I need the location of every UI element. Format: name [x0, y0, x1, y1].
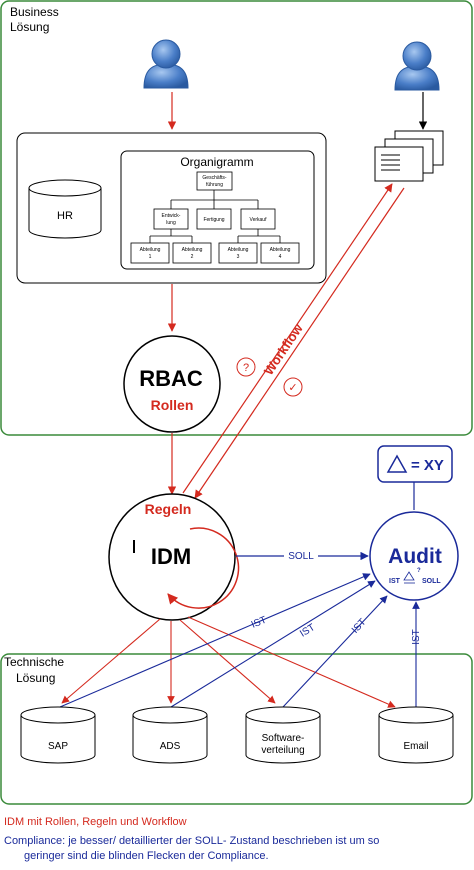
workflow-documents-icon: [374, 130, 444, 182]
svg-text:Entwick-: Entwick-: [162, 213, 181, 219]
rbac-title: RBAC: [139, 366, 203, 391]
workflow-label: Workflow: [261, 320, 307, 377]
svg-text:1: 1: [149, 254, 152, 260]
idm-to-software-arrow: [179, 619, 276, 704]
svg-text:= XY: = XY: [411, 457, 444, 474]
svg-text:lung: lung: [166, 220, 176, 226]
org-node-verkauf: Verkauf: [240, 208, 276, 230]
hr-label: HR: [57, 210, 73, 222]
svg-text:Email: Email: [403, 741, 428, 752]
idm-to-sap-arrow: [61, 618, 161, 704]
svg-text:Abteilung: Abteilung: [140, 247, 161, 253]
softwareverteilung-database: Software- verteilung: [245, 706, 321, 764]
workflow-check-icon: ✓: [283, 377, 303, 397]
ist-label-sap: IST: [250, 615, 269, 631]
svg-text:SAP: SAP: [48, 741, 68, 752]
svg-text:Abteilung: Abteilung: [228, 247, 249, 253]
email-database: Email: [378, 706, 454, 764]
workflow-arrow-up: [182, 183, 393, 494]
ads-database: ADS: [132, 706, 208, 764]
business-zone-label-2: Lösung: [10, 20, 49, 34]
caption-red: IDM mit Rollen, Regeln und Workflow: [4, 816, 187, 828]
audit-soll: SOLL: [422, 578, 441, 585]
technical-zone: [0, 653, 473, 805]
audit-node: Audit IST ? SOLL: [369, 511, 459, 601]
svg-text:Abteilung: Abteilung: [270, 247, 291, 253]
ist-label-email: IST: [411, 629, 422, 645]
rbac-subtitle: Rollen: [151, 397, 194, 413]
technical-zone-label: Technische: [4, 655, 64, 669]
svg-text:verteilung: verteilung: [261, 745, 304, 756]
workflow-user-icon: [394, 41, 440, 91]
rbac-node: RBAC Rollen: [123, 335, 221, 433]
workflow-arrow-down: [194, 187, 405, 499]
svg-text:?: ?: [417, 568, 421, 574]
sap-database: SAP: [20, 706, 96, 764]
org-node-abteilung-2: Abteilung 2: [172, 242, 212, 264]
svg-text:führung: führung: [206, 182, 223, 188]
business-zone: [0, 0, 473, 436]
svg-text:Software-: Software-: [262, 733, 305, 744]
audit-ist: IST: [389, 578, 401, 585]
org-node-abteilung-3: Abteilung 3: [218, 242, 258, 264]
svg-text:3: 3: [237, 254, 240, 260]
svg-text:Geschäfts-: Geschäfts-: [202, 175, 227, 181]
idm-title: IDM: [151, 544, 191, 569]
idm-rules-label: Regeln: [145, 501, 192, 517]
hr-database: HR: [28, 179, 102, 239]
idm-to-email-arrow: [187, 616, 396, 708]
svg-text:Verkauf: Verkauf: [250, 217, 268, 223]
svg-text:2: 2: [191, 254, 194, 260]
org-node-root: Geschäfts- führung: [196, 171, 233, 191]
sap-to-audit-ist-arrow: [59, 573, 371, 708]
caption-blue: Compliance: je besser/ detaillierter der…: [4, 834, 470, 864]
svg-text:ADS: ADS: [160, 741, 181, 752]
technical-zone-label-2: Lösung: [16, 671, 55, 685]
ist-label-ads: IST: [298, 622, 317, 640]
svg-text:✓: ✓: [288, 381, 297, 394]
software-to-audit-ist-arrow: [282, 595, 388, 708]
org-node-entwicklung: Entwick- lung: [153, 208, 189, 230]
idm-node: Regeln IDM: [108, 493, 240, 621]
business-zone-label: Business: [10, 5, 59, 19]
audit-title: Audit: [388, 545, 442, 568]
organigramm-title: Organigramm: [180, 155, 253, 169]
soll-label: SOLL: [288, 551, 314, 562]
svg-text:Abteilung: Abteilung: [182, 247, 203, 253]
delta-xy-box: = XY: [377, 445, 453, 483]
svg-text:?: ?: [243, 362, 249, 374]
svg-text:Fertigung: Fertigung: [203, 217, 224, 223]
business-user-icon: [143, 39, 189, 89]
workflow-question-icon: ?: [236, 357, 256, 377]
org-node-abteilung-1: Abteilung 1: [130, 242, 170, 264]
org-node-fertigung: Fertigung: [196, 208, 232, 230]
caption-blue-line1: Compliance: je besser/ detaillierter der…: [4, 835, 380, 847]
svg-text:4: 4: [279, 254, 282, 260]
idm-cycle-arrow: [167, 527, 240, 609]
ads-to-audit-ist-arrow: [170, 580, 376, 708]
org-node-abteilung-4: Abteilung 4: [260, 242, 300, 264]
caption-blue-line2: geringer sind die blinden Flecken der Co…: [24, 850, 269, 862]
